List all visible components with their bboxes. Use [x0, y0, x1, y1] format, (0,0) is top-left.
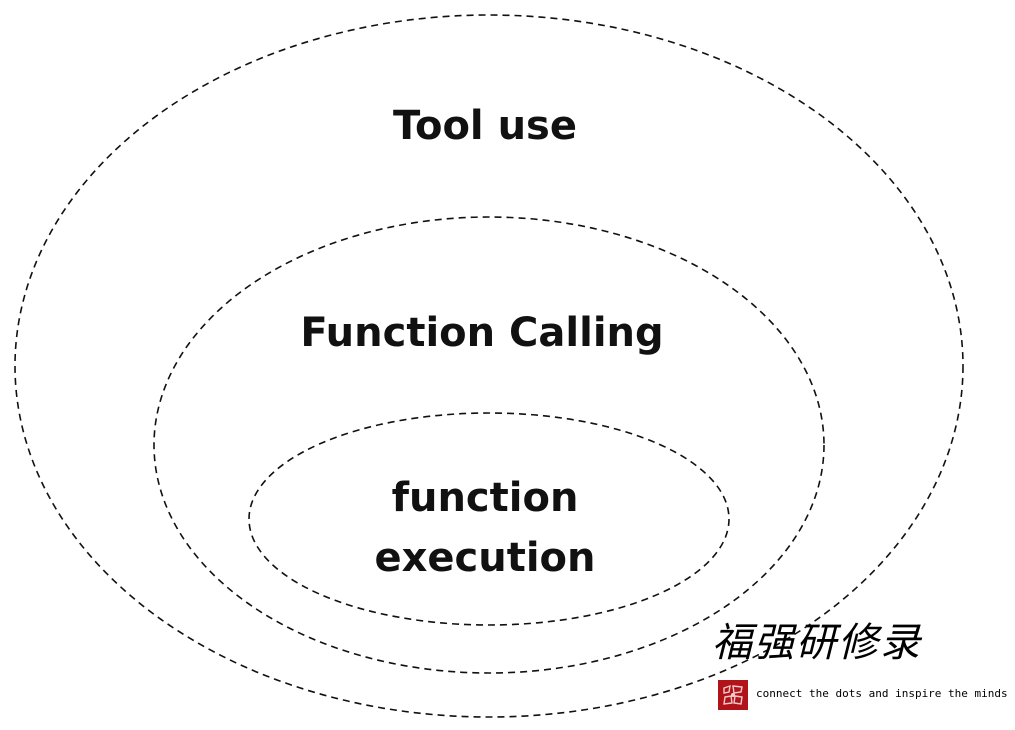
- outer-ellipse-tool-use: [14, 14, 964, 718]
- function-execution-label: function execution: [330, 468, 640, 588]
- function-execution-label-line-2: execution: [374, 535, 596, 581]
- red-seal-icon: [718, 680, 748, 710]
- inner-ellipse-function-execution: [248, 412, 730, 626]
- brand-watermark: 福强研修录 connect the dots and inspire the m…: [712, 614, 1008, 714]
- brand-title-calligraphy: 福强研修录: [712, 620, 922, 666]
- brand-motto: connect the dots and inspire the minds: [756, 687, 1008, 700]
- middle-ellipse-function-calling: [153, 216, 825, 674]
- tool-use-label: Tool use: [393, 103, 577, 149]
- function-calling-label: Function Calling: [300, 310, 664, 356]
- function-execution-label-line-1: function: [391, 475, 579, 521]
